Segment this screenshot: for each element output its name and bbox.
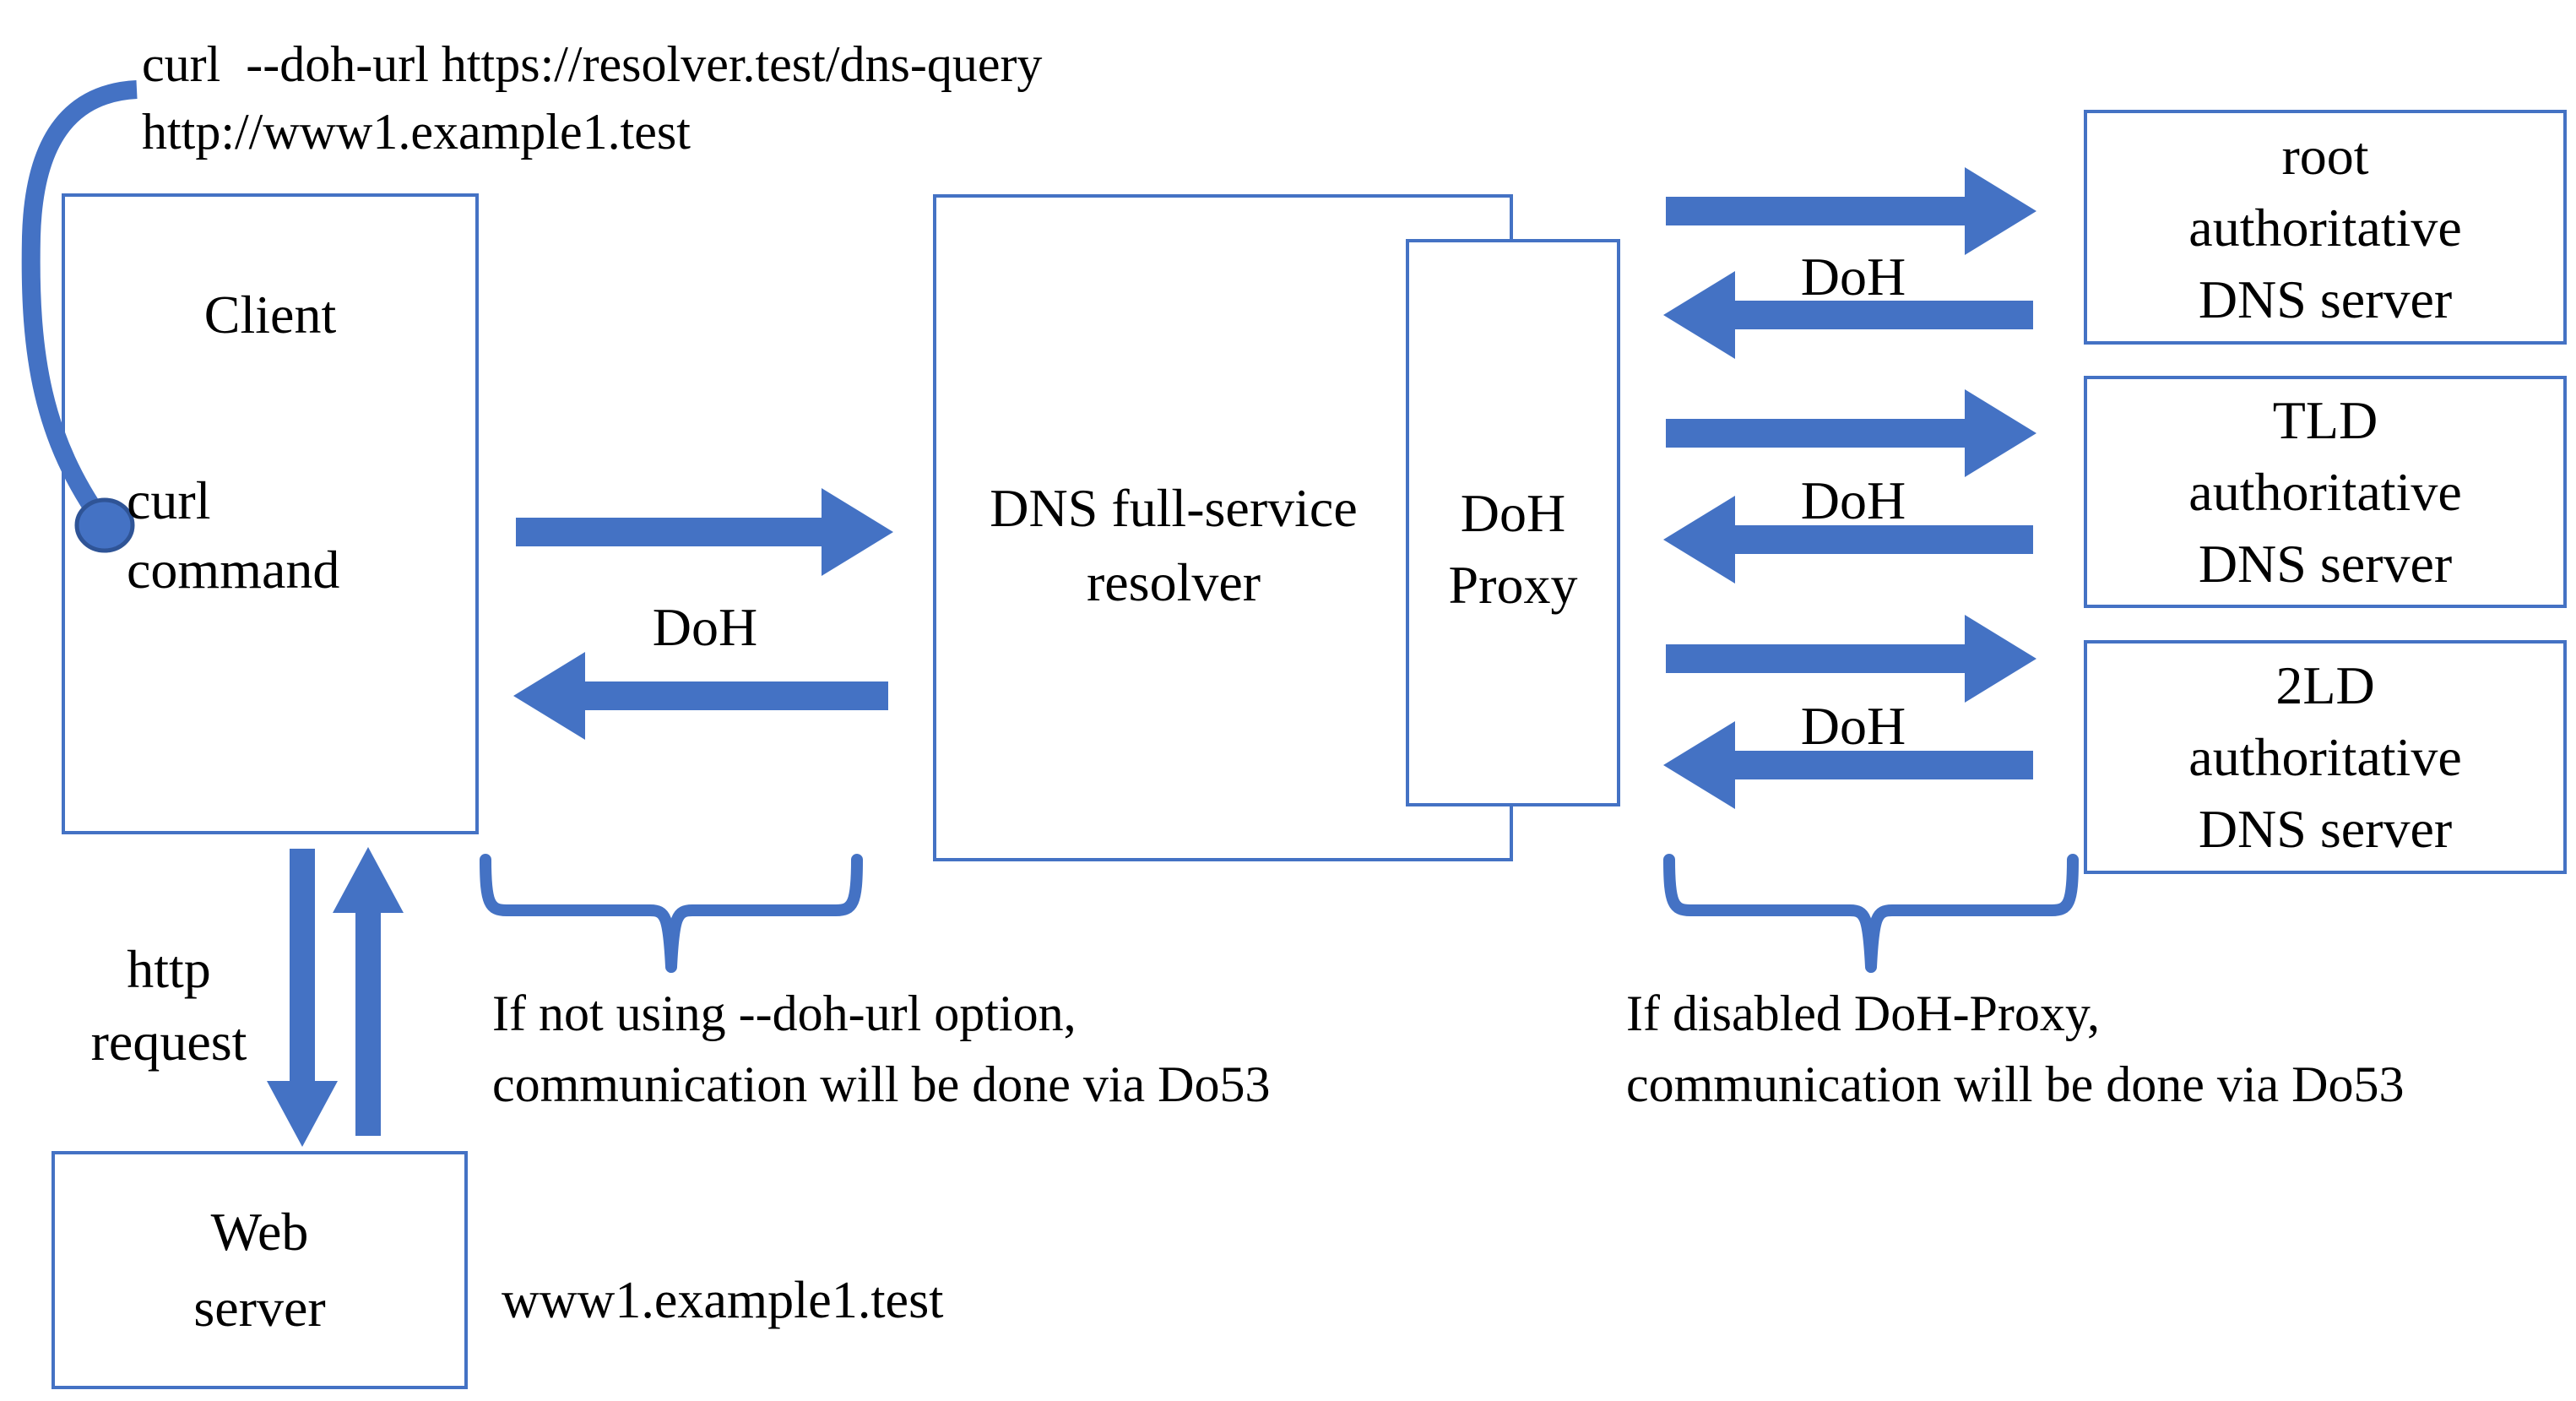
- arrow-left-resolver-to-client-icon: [513, 652, 888, 740]
- 2ld-server-label-line3: DNS server: [2198, 799, 2453, 859]
- arrow-right-proxy-to-root-icon: [1666, 167, 2036, 255]
- arrow-up-webserver-to-client-icon: [333, 847, 404, 1136]
- doh-label-proxy-2ld: DoH: [1800, 696, 1906, 756]
- arrow-left-2ld-to-proxy-icon: [1663, 721, 2033, 809]
- client-box-title: Client: [203, 285, 337, 345]
- tld-server-label-line1: TLD: [2272, 390, 2378, 450]
- doh-proxy-label-line2: Proxy: [1448, 555, 1578, 615]
- doh-proxy-label: DoH Proxy: [1406, 477, 1620, 621]
- doh-proxy-label-line1: DoH: [1460, 483, 1566, 543]
- arrow-right-proxy-to-tld-icon: [1666, 389, 2036, 477]
- doh-label-proxy-tld: DoH: [1800, 470, 1906, 530]
- doh-label-proxy-root: DoH: [1800, 247, 1906, 307]
- root-server-label-line2: authoritative: [2188, 197, 2462, 258]
- 2ld-server-label-line1: 2LD: [2275, 655, 2375, 715]
- curl-command-label: curl command: [127, 466, 339, 605]
- command-to-curl-connector-line: [21, 80, 138, 531]
- http-request-label: http request: [42, 933, 296, 1078]
- arrow-down-client-to-webserver-icon: [267, 849, 338, 1147]
- root-server-label-line1: root: [2281, 125, 2369, 186]
- curl-command-annotation: curl --doh-url https://resolver.test/dns…: [142, 30, 1042, 166]
- 2ld-auth-server-box: 2LD authoritative DNS server: [2084, 640, 2567, 874]
- web-server-box: Web server: [52, 1151, 468, 1389]
- dns-resolver-label-line1: DNS full-service: [990, 478, 1358, 538]
- curl-command-line2: http://www1.example1.test: [142, 104, 691, 160]
- underbrace-left-icon: [480, 854, 863, 973]
- root-auth-server-box: root authoritative DNS server: [2084, 110, 2567, 345]
- note-do53-left-line1: If not using --doh-url option,: [492, 986, 1076, 1041]
- arrow-left-root-to-proxy-icon: [1663, 271, 2033, 359]
- note-do53-right: If disabled DoH-Proxy, communication wil…: [1626, 978, 2404, 1120]
- tld-server-label-line3: DNS server: [2198, 534, 2453, 594]
- web-server-label-line2: server: [193, 1278, 326, 1338]
- curl-command-label-line1: curl: [127, 470, 211, 530]
- tld-auth-server-box: TLD authoritative DNS server: [2084, 376, 2567, 608]
- root-server-label-line3: DNS server: [2198, 269, 2453, 329]
- web-server-label-line1: Web: [210, 1202, 309, 1262]
- arrow-right-proxy-to-2ld-icon: [1666, 615, 2036, 703]
- dns-resolver-label: DNS full-service resolver: [933, 471, 1414, 620]
- dns-resolver-label-line2: resolver: [1086, 552, 1261, 612]
- arrow-left-tld-to-proxy-icon: [1663, 496, 2033, 584]
- arrow-right-client-to-resolver-icon: [516, 488, 893, 576]
- web-server-domain: www1.example1.test: [502, 1272, 944, 1329]
- curl-command-dot-icon: [74, 497, 135, 553]
- doh-label-client-resolver: DoH: [652, 597, 758, 657]
- note-do53-left: If not using --doh-url option, communica…: [492, 978, 1270, 1120]
- note-do53-right-line2: communication will be done via Do53: [1626, 1056, 2405, 1112]
- http-request-label-line1: http: [127, 939, 211, 999]
- tld-server-label-line2: authoritative: [2188, 462, 2462, 522]
- curl-command-label-line2: command: [127, 540, 340, 600]
- http-request-label-line2: request: [90, 1012, 247, 1072]
- 2ld-server-label-line2: authoritative: [2188, 727, 2462, 787]
- note-do53-left-line2: communication will be done via Do53: [492, 1056, 1271, 1112]
- doh-proxy-box: [1406, 239, 1620, 806]
- note-do53-right-line1: If disabled DoH-Proxy,: [1626, 986, 2101, 1041]
- curl-command-line1: curl --doh-url https://resolver.test/dns…: [142, 36, 1043, 92]
- underbrace-right-icon: [1663, 854, 2079, 973]
